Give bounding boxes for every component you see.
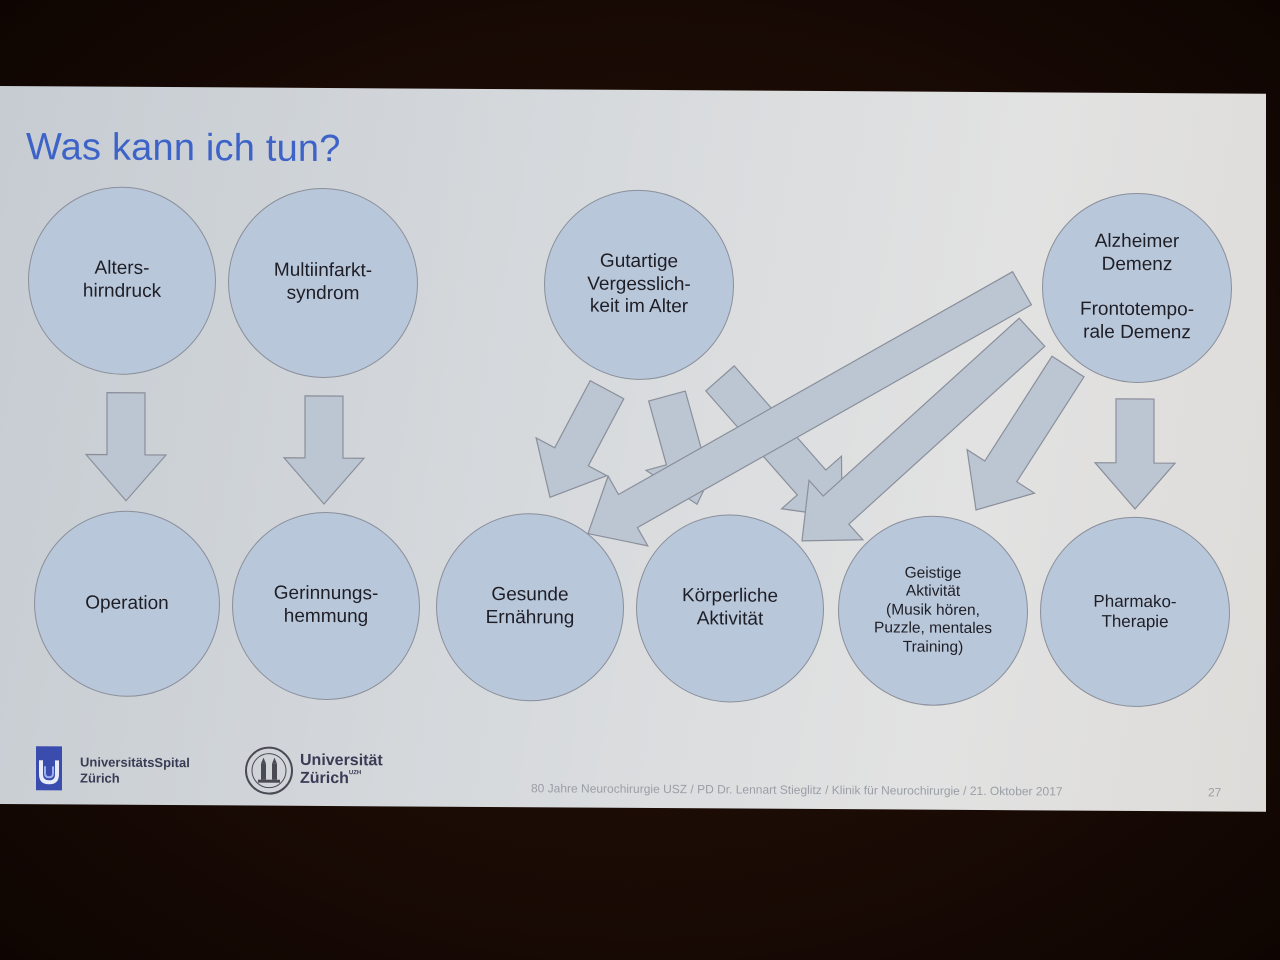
usz-logo-line1: UniversitätsSpital	[80, 754, 190, 771]
arrow-alzheimer-to-ernaehrung	[587, 270, 1033, 547]
footer-caption: 80 Jahre Neurochirurgie USZ / PD Dr. Len…	[531, 781, 1063, 799]
arrow-alzheimer-to-koerperlich	[801, 317, 1046, 542]
node-geistig: Geistige Aktivität (Musik hören, Puzzle,…	[838, 515, 1028, 707]
uzh-logo-text: Universität ZürichUZH	[300, 752, 383, 788]
usz-logo-icon	[36, 746, 62, 791]
arrow-layer	[84, 270, 1177, 547]
node-pharmako: Pharmako- Therapie	[1040, 516, 1230, 708]
node-gerinnung: Gerinnungs- hemmung	[232, 511, 420, 701]
node-vergesslichkeit: Gutartige Vergesslich- keit im Alter	[544, 189, 734, 381]
usz-logo-text: UniversitätsSpital Zürich	[80, 754, 190, 787]
node-operation: Operation	[34, 510, 220, 698]
node-multiinfarkt: Multiinfarkt- syndrom	[228, 187, 418, 379]
page-number: 27	[1208, 785, 1222, 800]
uzh-seal-icon	[245, 746, 293, 795]
usz-logo-line2: Zürich	[80, 770, 120, 786]
arrow-alzheimer-to-geistig	[966, 355, 1085, 511]
uzh-line1: Universität	[300, 751, 383, 770]
node-altershirndruck: Alters- hirndruck	[28, 186, 216, 376]
arrow-multiinfarkt-to-gerinnung	[282, 395, 366, 505]
slide-footer: UniversitätsSpital Zürich Universität Zü…	[0, 736, 1266, 812]
uzh-sup: UZH	[348, 769, 362, 776]
node-alzheimer: Alzheimer Demenz Frontotempo- rale Demen…	[1042, 192, 1232, 384]
uzh-line2: Zürich	[300, 769, 349, 787]
presentation-slide: Was kann ich tun? Alters- hirndruck Mult…	[0, 86, 1266, 812]
arrow-altershirndruck-to-operation	[84, 392, 168, 502]
node-koerperlich: Körperliche Aktivität	[636, 513, 824, 704]
node-ernaehrung: Gesunde Ernährung	[436, 512, 624, 702]
arrow-vergesslichkeit-to-ernaehrung	[535, 379, 625, 499]
arrow-alzheimer-to-pharmako	[1093, 398, 1177, 510]
